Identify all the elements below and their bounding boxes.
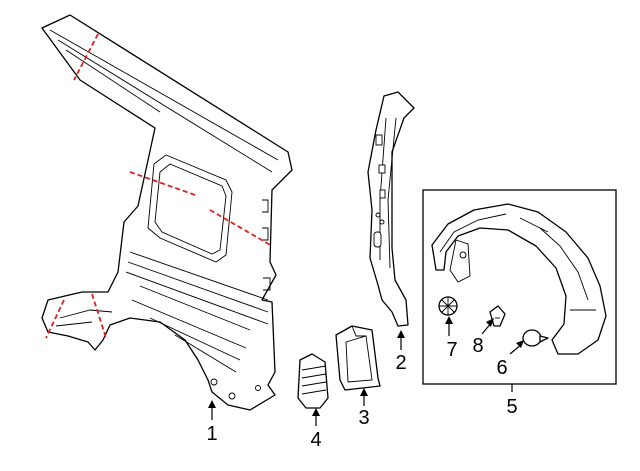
callout-2: 2 bbox=[395, 352, 406, 374]
plug-part bbox=[438, 296, 458, 316]
wheelhouse-liner-kit-box bbox=[422, 189, 617, 385]
pillar-part bbox=[367, 91, 415, 327]
quarter-panel-part bbox=[41, 14, 293, 411]
callout-6: 6 bbox=[496, 357, 507, 379]
clip-part bbox=[489, 305, 506, 327]
wheelhouse-liner-part bbox=[431, 203, 607, 355]
callout-5: 5 bbox=[506, 396, 517, 418]
callout-4: 4 bbox=[310, 429, 321, 451]
callout-8: 8 bbox=[472, 335, 483, 357]
leader-lines bbox=[208, 316, 524, 426]
push-pin-part bbox=[522, 329, 549, 347]
callout-1: 1 bbox=[206, 423, 217, 445]
bracket-part bbox=[335, 325, 381, 391]
vent-grille-part bbox=[297, 353, 329, 409]
callout-3: 3 bbox=[358, 407, 369, 429]
callout-7: 7 bbox=[446, 339, 457, 361]
